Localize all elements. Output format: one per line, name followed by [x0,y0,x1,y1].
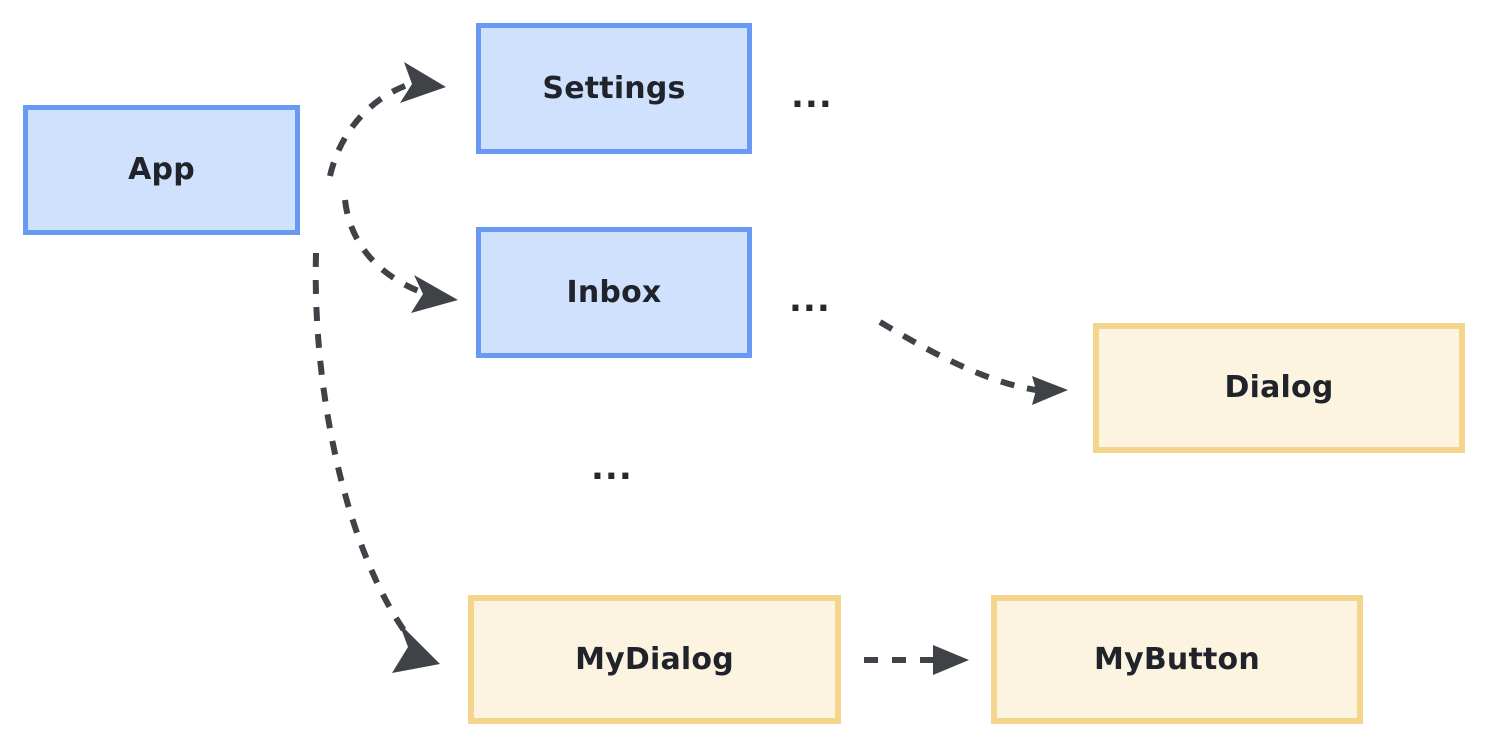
edge-inbox-to-dialog [878,319,1068,405]
node-mybutton[interactable]: MyButton [991,595,1363,724]
edge-app-to-mydialog [312,252,440,673]
node-mybutton-label: MyButton [1094,641,1260,677]
ellipsis-middle: ... [591,448,633,488]
node-dialog[interactable]: Dialog [1093,323,1465,453]
node-mydialog[interactable]: MyDialog [468,595,841,724]
node-mydialog-label: MyDialog [575,641,734,677]
node-inbox[interactable]: Inbox [476,227,752,358]
node-app-label: App [128,152,195,187]
node-settings[interactable]: Settings [476,23,752,154]
ellipsis-inbox: ... [789,280,831,320]
ellipsis-settings: ... [791,76,833,116]
node-settings-label: Settings [542,70,686,106]
node-inbox-label: Inbox [566,274,662,310]
edge-app-to-inbox [342,199,458,313]
edge-mydialog-to-mybutton [864,645,969,675]
edge-app-to-settings [327,62,446,177]
node-app[interactable]: App [23,105,300,235]
node-dialog-label: Dialog [1224,370,1334,405]
